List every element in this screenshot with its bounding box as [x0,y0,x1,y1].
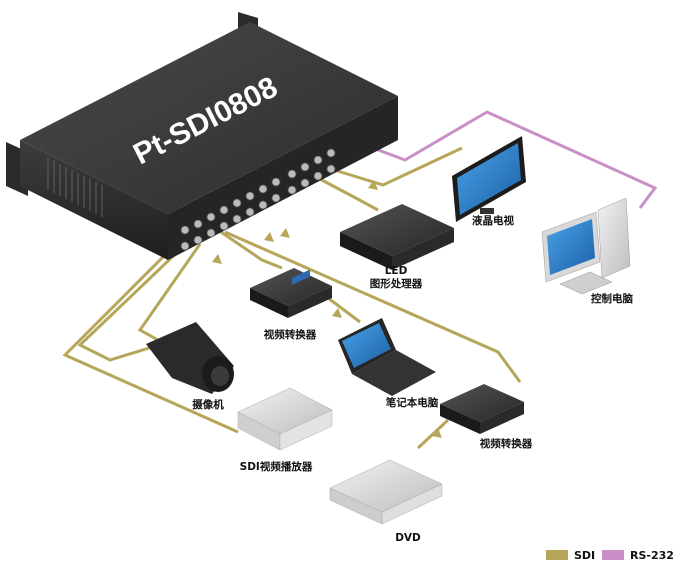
arrow-up [368,180,378,190]
legend-swatch-sdi [546,550,568,560]
sdi-player [237,269,333,451]
laptop [338,318,436,396]
control-pc [541,197,631,295]
sdi-cable-led [317,176,379,212]
matrix-switcher: Pt-SDI0808 [6,12,398,260]
lcd-tv [452,136,526,222]
legend-label-rs232: RS-232 [630,549,674,562]
signal-arrows [212,180,442,438]
sdi-cable-conv-top [214,226,283,270]
led-processor [340,204,454,270]
label-video-converter-top: 视频转换器 [264,328,317,341]
label-dvd: DVD [395,532,421,544]
label-video-converter-bottom: 视频转换器 [480,437,533,450]
rs232-cable [364,110,658,209]
label-led-line1: LED [385,265,408,277]
label-laptop: 笔记本电脑 [386,396,439,409]
arrow-up [432,428,442,438]
legend-label-sdi: SDI [574,549,595,562]
label-lcd-tv: 液晶电视 [472,214,514,227]
bnc-ports [180,148,336,251]
arrow-up [280,228,290,238]
sdi-cable-camera-2 [137,243,202,342]
sdi-cable-camera [77,238,192,362]
label-control-pc: 控制电脑 [591,292,633,305]
sdi-cable-conv-bottom [224,230,522,383]
label-sdi-player: SDI视频播放器 [240,460,313,473]
arrow-up [264,232,274,242]
sdi-cable-player [62,236,239,434]
front-vents [47,158,103,217]
label-led-line2: 图形处理器 [370,277,423,290]
legend-swatch-rs232 [602,550,624,560]
device-top [20,22,398,214]
label-camera: 摄像机 [192,398,224,411]
labels: 液晶电视 LED 图形处理器 控制电脑 视频转换器 笔记本电脑 摄像机 SDI视… [192,214,633,544]
sdi-cable-dvd [416,418,450,450]
arrow-up [332,308,342,318]
sdi-cable-lcd [327,146,463,187]
arrow-up [212,254,222,264]
dvd-player [329,459,443,525]
video-converter-top [250,268,332,318]
device-side [168,96,398,260]
legend: SDI RS-232 [546,549,674,562]
device-front [20,140,168,260]
video-converter-bottom [440,384,524,434]
camera [146,322,234,394]
